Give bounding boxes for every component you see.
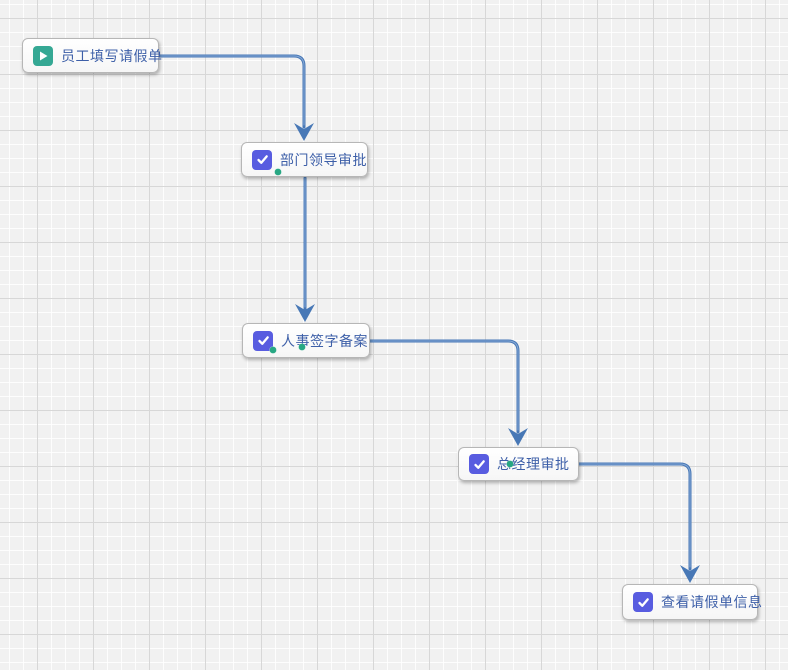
flow-node-gm-approve[interactable]: 总经理审批	[458, 447, 579, 481]
flow-node-dept-approve[interactable]: 部门领导审批	[241, 142, 368, 177]
node-label: 查看请假单信息	[661, 594, 763, 610]
node-label: 员工填写请假单	[61, 47, 163, 64]
edge-start-to-dept-approve[interactable]	[157, 54, 314, 141]
edge-dept-approve-to-hr-sign[interactable]	[295, 176, 315, 322]
check-icon	[253, 330, 273, 351]
flow-node-start[interactable]: 员工填写请假单	[22, 38, 162, 73]
edge-hr-sign-to-gm-approve[interactable]	[368, 339, 528, 446]
flow-node-view-info[interactable]: 查看请假单信息	[622, 584, 762, 620]
node-label: 总经理审批	[497, 456, 570, 472]
flow-node-hr-sign[interactable]: 人事签字备案	[242, 323, 370, 358]
edge-gm-approve-to-view-info[interactable]	[577, 462, 700, 583]
check-icon	[469, 454, 489, 474]
check-icon	[252, 149, 272, 170]
node-label: 部门领导审批	[280, 151, 367, 168]
node-label: 人事签字备案	[281, 332, 368, 349]
check-icon	[633, 592, 653, 612]
play-icon	[33, 45, 53, 66]
